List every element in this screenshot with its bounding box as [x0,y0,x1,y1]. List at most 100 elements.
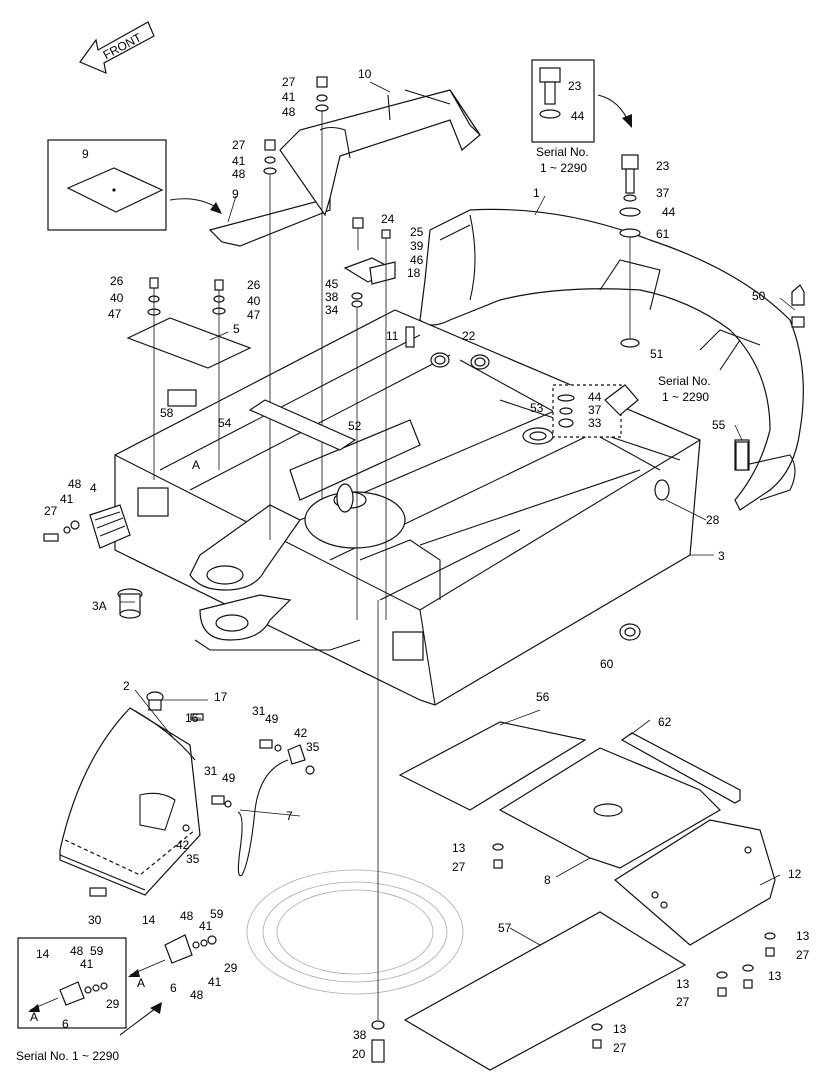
callout-22: 22 [462,329,476,343]
callout-40b: 40 [247,294,261,308]
tank-2 [59,691,204,897]
callout-3A: 3A [92,599,107,613]
callout-50: 50 [752,289,766,303]
callout-27d: 27 [452,860,466,874]
callout-53: 53 [530,401,544,415]
callout-A1: A [192,458,200,472]
callout-51: 51 [650,347,664,361]
callout-23: 23 [568,79,582,93]
grommet-28 [654,479,670,501]
grommets-22 [430,352,490,370]
cover-plate-4 [43,504,131,549]
callout-23b: 23 [656,159,670,173]
callout-42: 42 [294,726,308,740]
callout-27e: 27 [796,948,810,962]
serial-note-mid-line1: Serial No. [658,374,711,388]
callout-14b: 14 [36,947,50,961]
callout-10: 10 [358,67,372,81]
front-direction-arrow: FRONT [79,21,155,74]
callout-45: 45 [325,277,339,291]
callout-27g: 27 [613,1041,627,1055]
callout-13e: 13 [613,1022,627,1036]
callout-9: 9 [82,147,89,161]
callout-27b: 27 [232,138,246,152]
inset-panel-9 [47,139,222,231]
callout-41e: 41 [208,975,222,989]
callout-48f: 48 [70,944,84,958]
bracket-6 [128,934,217,977]
callout-2: 2 [123,679,130,693]
callout-26b: 26 [247,278,261,292]
callout-34: 34 [325,303,339,317]
callout-48c: 48 [68,477,82,491]
pin-11 [405,326,415,348]
plate-55 [735,441,749,471]
callout-60: 60 [600,657,614,671]
callout-16: 16 [185,711,199,725]
callout-4: 4 [90,481,97,495]
serial-note-bottom: Serial No. 1 ~ 2290 [16,1049,119,1063]
callout-6: 6 [170,981,177,995]
callout-7: 7 [286,809,293,823]
callout-62: 62 [658,715,672,729]
callout-30: 30 [88,913,102,927]
swing-bearing-outline [246,869,464,995]
bolt-stack-23-37-44-61 [619,154,641,348]
cover-54 [248,399,357,451]
grommet-53 [522,427,554,445]
callout-49b: 49 [222,771,236,785]
callout-35b: 35 [186,852,200,866]
callout-41a: 41 [282,90,296,104]
under-bolts [371,600,776,1063]
callout-9b: 9 [232,187,239,201]
callout-49: 49 [265,712,279,726]
callout-29b: 29 [106,997,120,1011]
callout-A2: A [137,976,145,990]
callout-54: 54 [218,416,232,430]
serial-note-mid-line2: 1 ~ 2290 [662,390,709,404]
callout-46: 46 [410,253,424,267]
callout-47b: 47 [247,308,261,322]
callout-41d: 41 [199,919,213,933]
callout-6b: 6 [62,1017,69,1031]
callout-58: 58 [160,406,174,420]
callout-13c: 13 [768,969,782,983]
callout-52: 52 [348,419,362,433]
inset-bracket-box-bottom [17,937,162,1036]
sensor-cable-7 [211,739,315,877]
callout-59: 59 [210,907,224,921]
callout-A3: A [30,1010,38,1024]
callout-37: 37 [656,186,670,200]
bracket-18-group [343,217,397,620]
grommet-60 [619,623,641,641]
plate-5 [126,317,252,407]
callout-27f: 27 [676,995,690,1009]
callout-13a: 13 [452,841,466,855]
callout-48a: 48 [282,105,296,119]
callout-5: 5 [233,322,240,336]
cover-62 [620,732,741,804]
callout-labels: 1 2 3 3A 4 5 6 6 7 8 9 9 10 11 12 13 13 … [30,67,810,1061]
callout-57: 57 [498,921,512,935]
upper-frame-3 [114,309,701,706]
callout-47: 47 [108,307,122,321]
callout-3: 3 [718,549,725,563]
callout-28: 28 [706,513,720,527]
callout-29: 29 [224,961,238,975]
callout-17: 17 [214,690,228,704]
callout-41c: 41 [60,492,74,506]
callout-48b: 48 [232,167,246,181]
callout-18: 18 [407,266,421,280]
callout-20: 20 [352,1047,366,1061]
callout-44c: 44 [588,390,602,404]
callout-35: 35 [306,740,320,754]
callout-24: 24 [381,212,395,226]
callout-42b: 42 [176,838,190,852]
callout-27a: 27 [282,75,296,89]
front-label: FRONT [101,30,145,62]
callout-8: 8 [544,873,551,887]
callout-44b: 44 [662,205,676,219]
callout-41f: 41 [80,957,94,971]
serial-note-top-line2: 1 ~ 2290 [540,161,587,175]
